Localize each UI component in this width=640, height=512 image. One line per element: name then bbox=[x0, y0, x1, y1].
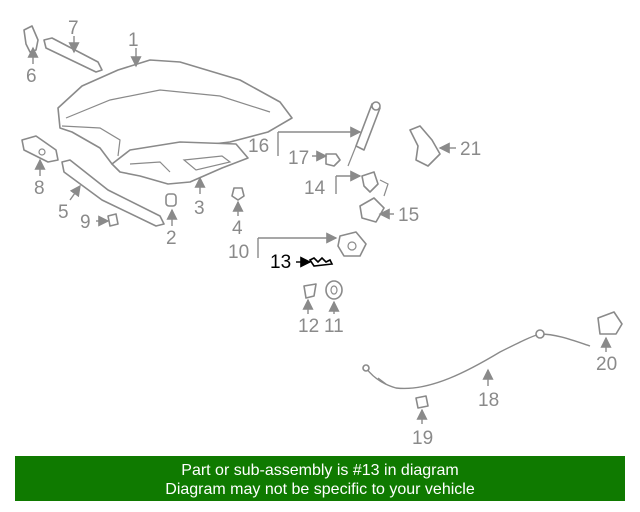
part-5-garnish bbox=[61, 159, 165, 227]
part-1-hood bbox=[57, 59, 293, 165]
callout-11[interactable]: 11 bbox=[324, 316, 344, 337]
callout-5[interactable]: 5 bbox=[58, 202, 69, 223]
callout-9[interactable]: 9 bbox=[80, 212, 91, 233]
part-13-spring bbox=[308, 256, 334, 267]
part-11-grommet bbox=[325, 280, 343, 300]
part-8-bracket bbox=[21, 135, 59, 163]
part-16-support-strut bbox=[347, 101, 381, 167]
part-17-bolt bbox=[325, 153, 341, 167]
part-6-hinge bbox=[23, 25, 39, 53]
callout-14[interactable]: 14 bbox=[304, 178, 326, 199]
callout-13[interactable]: 13 bbox=[270, 252, 291, 273]
callout-2[interactable]: 2 bbox=[166, 228, 177, 249]
callout-7[interactable]: 7 bbox=[68, 18, 79, 39]
callout-20[interactable]: 20 bbox=[596, 354, 617, 375]
part-20-release-handle bbox=[597, 311, 623, 335]
banner-line-2: Diagram may not be specific to your vehi… bbox=[165, 481, 475, 498]
part-21-hinge bbox=[409, 125, 441, 167]
callout-3[interactable]: 3 bbox=[194, 198, 205, 219]
part-10-lock-assembly bbox=[337, 231, 367, 257]
part-18-release-cable bbox=[362, 329, 591, 390]
callout-8[interactable]: 8 bbox=[34, 178, 45, 199]
callout-21[interactable]: 21 bbox=[460, 139, 481, 160]
part-9-clip bbox=[107, 213, 119, 227]
info-banner: Part or sub-assembly is #13 in diagram D… bbox=[15, 456, 625, 501]
leader-lines bbox=[27, 36, 612, 424]
callout-10[interactable]: 10 bbox=[228, 242, 249, 263]
callout-16[interactable]: 16 bbox=[248, 136, 269, 157]
part-2-cushion bbox=[165, 193, 177, 207]
part-4-clip bbox=[231, 187, 245, 201]
banner-line-1: Part or sub-assembly is #13 in diagram bbox=[181, 462, 459, 479]
part-7-seal bbox=[43, 37, 103, 73]
callout-17[interactable]: 17 bbox=[288, 148, 309, 169]
part-3-inner-panel bbox=[111, 141, 249, 185]
callout-18[interactable]: 18 bbox=[478, 390, 499, 411]
part-12-cap bbox=[303, 283, 317, 299]
callout-19[interactable]: 19 bbox=[412, 428, 433, 449]
part-19-clip bbox=[415, 395, 429, 409]
callout-1[interactable]: 1 bbox=[128, 30, 139, 51]
callout-6[interactable]: 6 bbox=[26, 66, 37, 87]
callout-15[interactable]: 15 bbox=[398, 205, 419, 226]
callout-4[interactable]: 4 bbox=[232, 218, 243, 239]
callout-12[interactable]: 12 bbox=[298, 316, 319, 337]
